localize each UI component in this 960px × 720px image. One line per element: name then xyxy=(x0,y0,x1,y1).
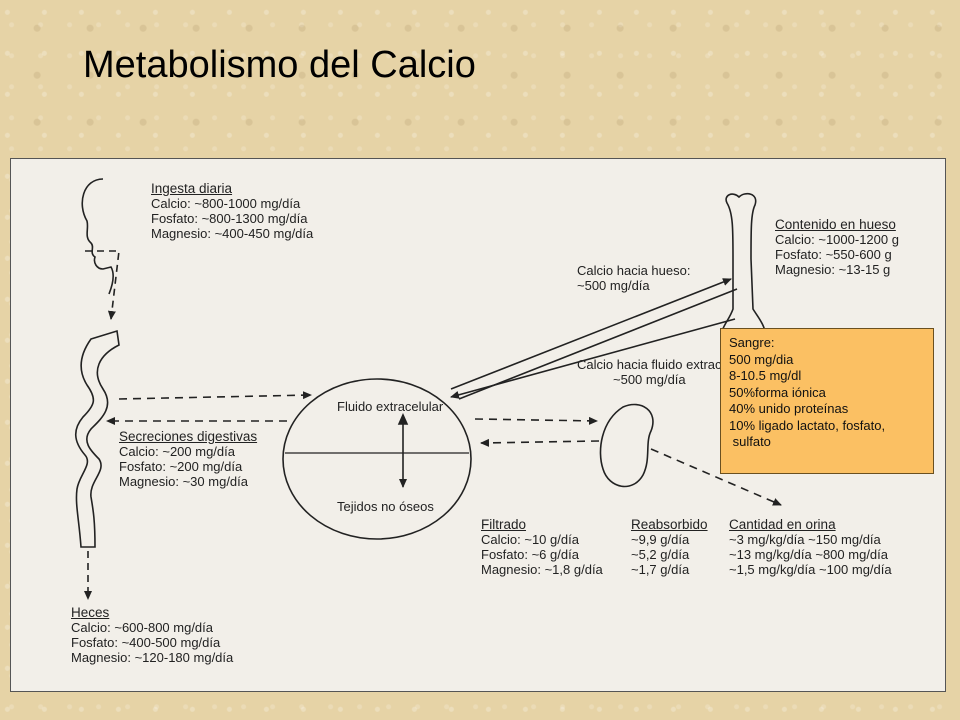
filtered-block: Filtrado Calcio: ~10 g/día Fosfato: ~6 g… xyxy=(481,517,603,577)
urine-heading: Cantidad en orina xyxy=(729,517,836,532)
reabsorbed-calcium: ~9,9 g/día xyxy=(631,532,690,547)
filtration-arrow xyxy=(474,416,598,425)
reabsorbed-heading: Reabsorbido xyxy=(631,517,708,532)
feces-block: Heces Calcio: ~600-800 mg/día Fosfato: ~… xyxy=(71,605,233,665)
bone-icon xyxy=(721,192,766,347)
reabsorbed-block: Reabsorbido ~9,9 g/día ~5,2 g/día ~1,7 g… xyxy=(631,517,708,577)
to-fluid-arrow xyxy=(450,318,736,399)
feces-heading: Heces xyxy=(71,605,110,620)
ingestion-path xyxy=(85,250,120,320)
blood-line-3: 8-10.5 mg/dl xyxy=(729,368,802,383)
filtered-magnesium: Magnesio: ~1,8 g/día xyxy=(481,562,603,577)
urine-arrow xyxy=(650,448,782,506)
filtered-calcium: Calcio: ~10 g/día xyxy=(481,532,579,547)
urine-phosphate: ~13 mg/kg/día ~800 mg/día xyxy=(729,547,888,562)
reabsorbed-phosphate: ~5,2 g/día xyxy=(631,547,690,562)
reabsorbed-magnesium: ~1,7 g/día xyxy=(631,562,690,577)
blood-line-6: 10% ligado lactato, fosfato, xyxy=(729,417,886,433)
bone-content-heading: Contenido en hueso xyxy=(775,217,896,232)
diagram-drawing xyxy=(74,178,782,600)
slide-title: Metabolismo del Calcio xyxy=(83,44,476,86)
blood-line-5: 40% unido proteínas xyxy=(729,401,849,416)
to-bone-label: Calcio hacia hueso: ~500 mg/día xyxy=(577,263,690,293)
daily-intake-block: Ingesta diaria Calcio: ~800-1000 mg/día … xyxy=(151,181,313,241)
feces-phosphate: Fosfato: ~400-500 mg/día xyxy=(71,635,221,650)
intake-magnesium: Magnesio: ~400-450 mg/día xyxy=(151,226,314,241)
to-bone-value: ~500 mg/día xyxy=(577,278,650,293)
secretions-heading: Secreciones digestivas xyxy=(119,429,258,444)
reabsorption-arrow xyxy=(480,438,600,447)
secretions-magnesium: Magnesio: ~30 mg/día xyxy=(119,474,248,489)
blood-line-2: 500 mg/dia xyxy=(729,351,794,367)
head-icon xyxy=(81,178,114,295)
non-bone-tissue-label: Tejidos no óseos xyxy=(337,499,434,514)
kidney-icon xyxy=(599,403,654,488)
filtered-heading: Filtrado xyxy=(481,517,527,532)
urine-block: Cantidad en orina ~3 mg/kg/día ~150 mg/d… xyxy=(729,517,892,577)
blood-line-4: 50%forma iónica xyxy=(729,384,826,400)
filtered-phosphate: Fosfato: ~6 g/día xyxy=(481,547,579,562)
absorption-arrow xyxy=(118,391,312,400)
to-bone-arrow xyxy=(450,278,732,390)
daily-intake-heading: Ingesta diaria xyxy=(151,181,233,196)
intake-phosphate: Fosfato: ~800-1300 mg/día xyxy=(151,211,308,226)
to-bone-title: Calcio hacia hueso: xyxy=(577,263,691,278)
blood-line-7: sulfato xyxy=(729,434,771,449)
feces-magnesium: Magnesio: ~120-180 mg/día xyxy=(71,650,234,665)
to-fluid-title: Calcio hacia fluido extracelular: xyxy=(577,357,757,372)
extracellular-fluid-ellipse xyxy=(282,378,472,540)
feces-calcium: Calcio: ~600-800 mg/día xyxy=(71,620,214,635)
urine-calcium: ~3 mg/kg/día ~150 mg/día xyxy=(729,532,881,547)
extracellular-fluid-label: Fluido extracelular xyxy=(337,399,444,414)
blood-line-1: Sangre: xyxy=(729,335,775,350)
urine-magnesium: ~1,5 mg/kg/día ~100 mg/día xyxy=(729,562,892,577)
to-fluid-label: Calcio hacia fluido extracelular: ~500 m… xyxy=(577,357,757,387)
bone-magnesium: Magnesio: ~13-15 g xyxy=(775,262,891,277)
intestine-icon xyxy=(74,329,120,548)
secretions-calcium: Calcio: ~200 mg/día xyxy=(119,444,235,459)
secretions-phosphate: Fosfato: ~200 mg/día xyxy=(119,459,243,474)
to-fluid-value: ~500 mg/día xyxy=(613,372,686,387)
bone-content-block: Contenido en hueso Calcio: ~1000-1200 g … xyxy=(775,217,899,277)
intake-calcium: Calcio: ~800-1000 mg/día xyxy=(151,196,301,211)
bone-phosphate: Fosfato: ~550-600 g xyxy=(775,247,892,262)
digestive-secretions-block: Secreciones digestivas Calcio: ~200 mg/d… xyxy=(119,429,257,489)
bone-calcium: Calcio: ~1000-1200 g xyxy=(775,232,899,247)
blood-info-box: Sangre: 500 mg/dia 8-10.5 mg/dl 50%forma… xyxy=(720,328,934,474)
